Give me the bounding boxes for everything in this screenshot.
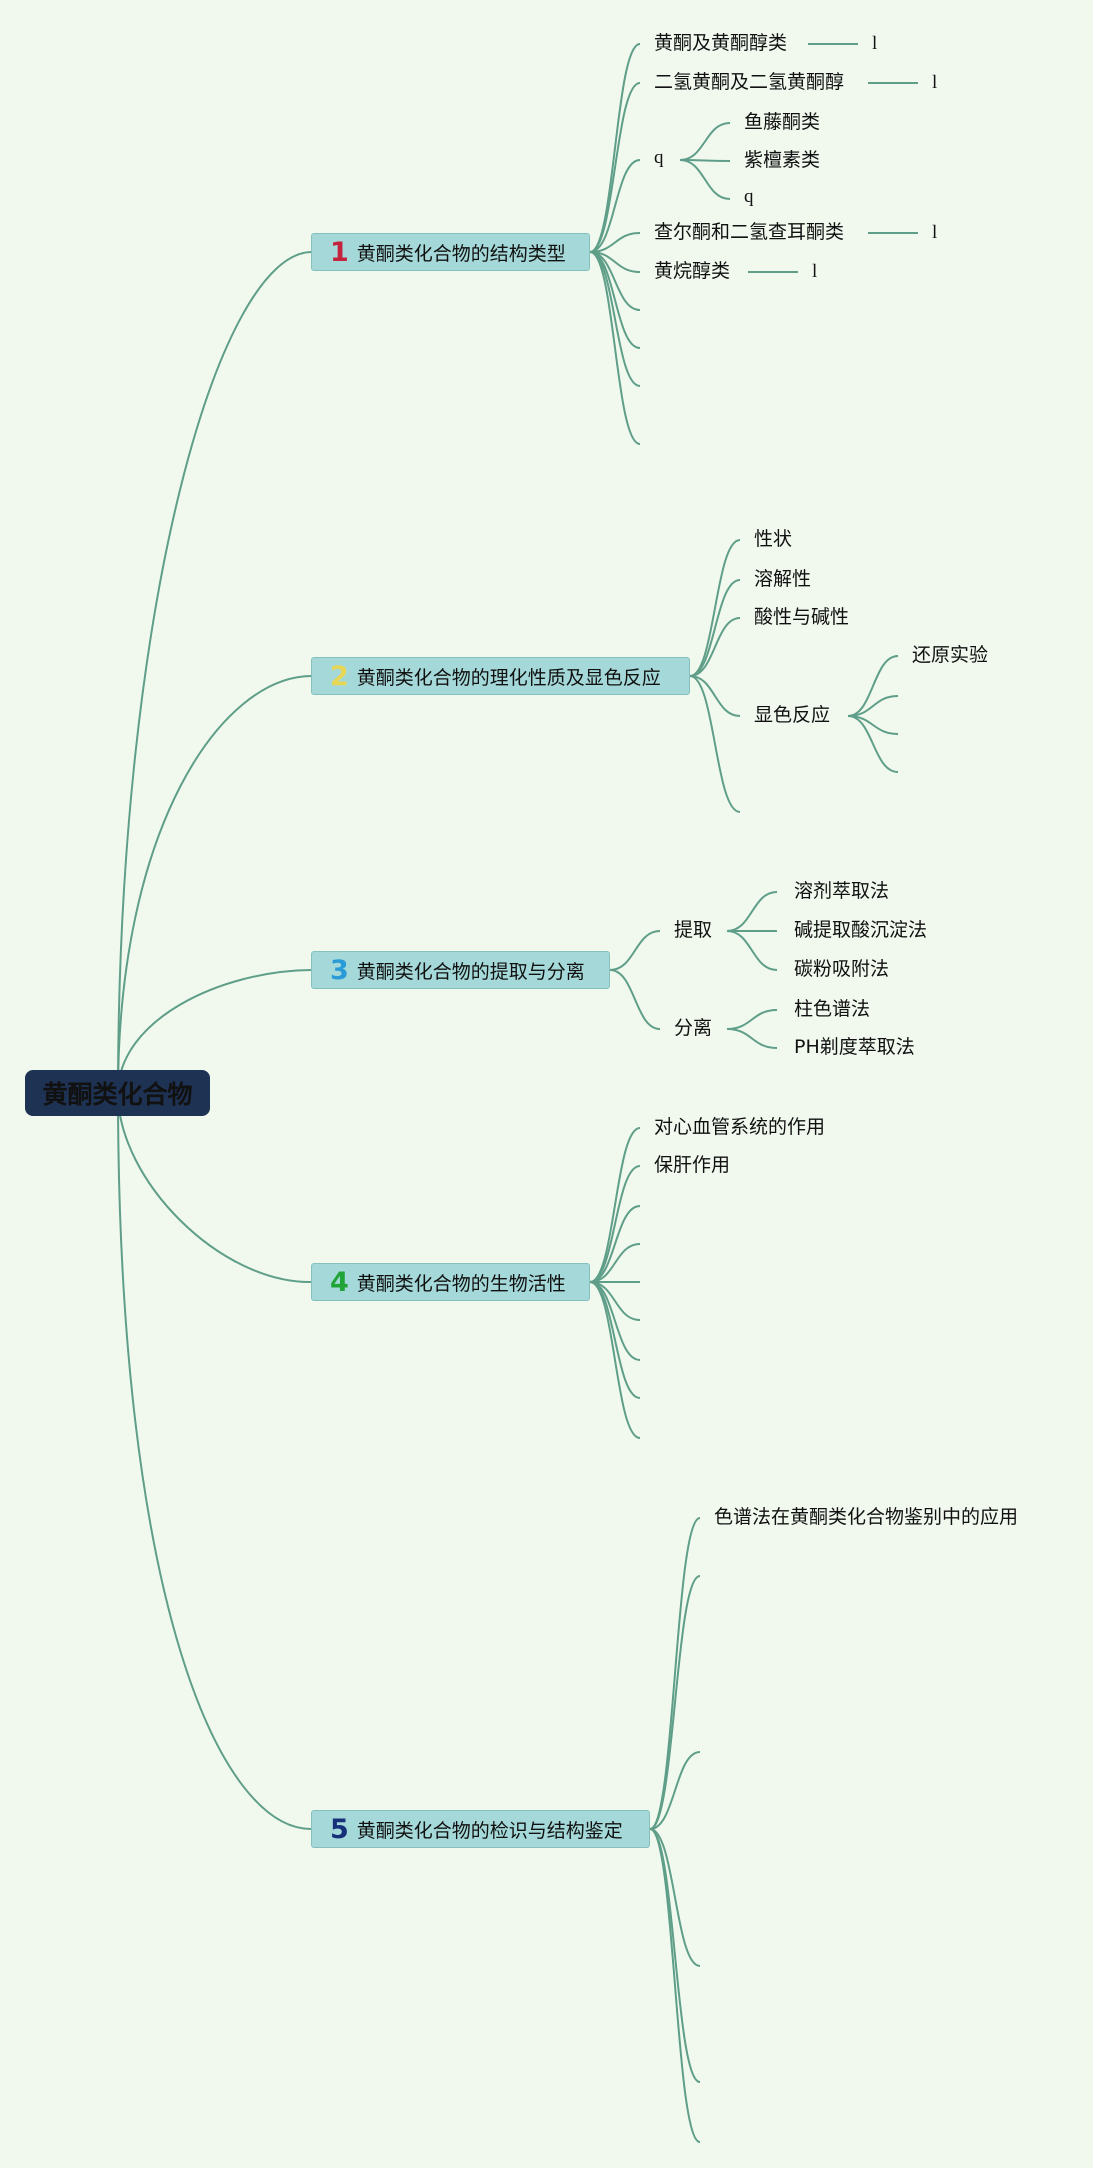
branch-node-2[interactable]: 2 黄酮类化合物的理化性质及显色反应 [311, 657, 690, 695]
subtopic-node[interactable]: 碱提取酸沉淀法 [794, 919, 928, 941]
topic-node[interactable]: 保肝作用 [654, 1154, 731, 1176]
branch-label-1: 黄酮类化合物的结构类型 [356, 242, 566, 265]
subtopic-node[interactable]: 还原实验 [912, 644, 989, 666]
branch-number-2: 2 [330, 660, 349, 692]
subtopic-node[interactable]: 溶剂萃取法 [794, 880, 890, 902]
topic-tail: l [812, 261, 818, 282]
topic-node[interactable]: q [654, 147, 664, 168]
branch-node-3[interactable]: 3 黄酮类化合物的提取与分离 [311, 951, 610, 989]
branch-label-4: 黄酮类化合物的生物活性 [356, 1272, 566, 1295]
topic-node[interactable]: 酸性与碱性 [754, 606, 850, 628]
topic-tail: l [932, 222, 938, 243]
topic-node[interactable]: 对心血管系统的作用 [654, 1116, 826, 1138]
branch-number-4: 4 [330, 1266, 349, 1298]
topic-node[interactable]: 分离 [674, 1017, 713, 1039]
subtopic-node[interactable]: 柱色谱法 [794, 998, 871, 1020]
branch-label-2: 黄酮类化合物的理化性质及显色反应 [356, 666, 661, 689]
subtopic-node[interactable]: q [744, 186, 754, 207]
topic-node[interactable]: 色谱法在黄酮类化合物鉴别中的应用 [714, 1506, 1019, 1528]
branch-number-5: 5 [330, 1813, 349, 1845]
topic-node[interactable]: 提取 [674, 919, 713, 941]
branch-number-1: 1 [330, 236, 349, 268]
branch-label-5: 黄酮类化合物的检识与结构鉴定 [356, 1819, 623, 1842]
subtopic-node[interactable]: 碳粉吸附法 [794, 958, 890, 980]
subtopic-node[interactable]: 紫檀素类 [744, 149, 821, 171]
branch-number-3: 3 [330, 954, 349, 986]
root-label: 黄酮类化合物 [42, 1080, 193, 1109]
topic-node[interactable]: 查尔酮和二氢查耳酮类 [654, 221, 845, 243]
topic-tail: l [872, 33, 878, 54]
topic-node[interactable]: 溶解性 [754, 568, 812, 590]
subtopic-node[interactable]: 鱼藤酮类 [744, 111, 821, 133]
topic-tail: l [932, 72, 938, 93]
topic-node[interactable]: 黄烷醇类 [654, 260, 731, 282]
root-node[interactable]: 黄酮类化合物 [25, 1070, 210, 1116]
branch-node-1[interactable]: 1 黄酮类化合物的结构类型 [311, 233, 590, 271]
branch-node-4[interactable]: 4 黄酮类化合物的生物活性 [311, 1263, 590, 1301]
topic-node[interactable]: 黄酮及黄酮醇类 [654, 32, 788, 54]
topic-node[interactable]: 显色反应 [754, 704, 831, 726]
branch-label-3: 黄酮类化合物的提取与分离 [356, 960, 585, 983]
topic-node[interactable]: 二氢黄酮及二氢黄酮醇 [654, 71, 845, 93]
topic-node[interactable]: 性状 [754, 528, 793, 550]
branch-node-5[interactable]: 5 黄酮类化合物的检识与结构鉴定 [311, 1810, 650, 1848]
subtopic-node[interactable]: PH剃度萃取法 [794, 1036, 915, 1058]
